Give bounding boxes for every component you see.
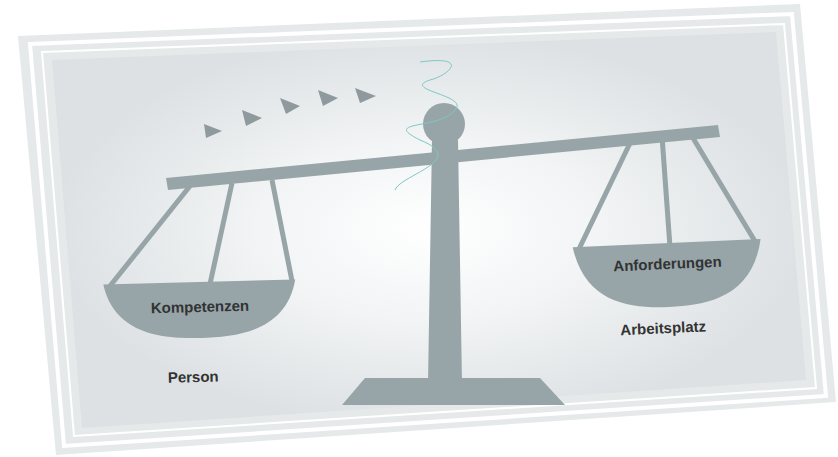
pan-bowl <box>573 239 764 311</box>
side-label: Person <box>168 368 219 386</box>
card-panel <box>52 32 806 428</box>
scale-pan: KompetenzenPerson <box>103 279 296 340</box>
pan-bowl-path <box>573 239 764 311</box>
pan-bowl-path <box>103 279 296 340</box>
card-border <box>30 14 826 446</box>
card-frame <box>18 4 836 455</box>
pivot-ball <box>423 103 465 145</box>
direction-arrows <box>204 88 376 138</box>
card-border <box>42 24 816 436</box>
scribble-line <box>395 61 457 190</box>
scale-pan: AnforderungenArbeitsplatz <box>573 239 764 311</box>
scale-post <box>428 140 462 384</box>
